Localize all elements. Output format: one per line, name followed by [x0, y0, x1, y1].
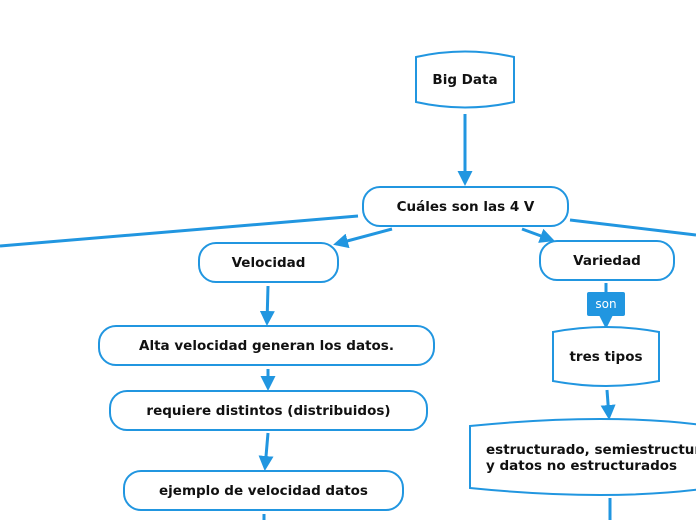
edge-cuales-left-offscreen	[0, 214, 359, 248]
edge-requiere-ejemplo	[258, 432, 274, 471]
node-big-data-shape	[415, 50, 515, 109]
node-requiere-label: requiere distintos (distribuidos)	[146, 402, 391, 419]
node-alta-velocidad-label: Alta velocidad generan los datos.	[139, 337, 394, 354]
link-label-son[interactable]: son	[587, 292, 625, 316]
edge-trestipos-estructurado	[600, 389, 616, 420]
node-cuales-son-las-4-v[interactable]: Cuáles son las 4 V	[362, 186, 569, 227]
node-alta-velocidad[interactable]: Alta velocidad generan los datos.	[98, 325, 435, 366]
edge-velocidad-alta	[259, 285, 275, 326]
edge-cuales-velocidad	[333, 227, 393, 249]
node-velocidad[interactable]: Velocidad	[198, 242, 339, 283]
node-cuales-label: Cuáles son las 4 V	[396, 198, 535, 215]
node-velocidad-label: Velocidad	[231, 254, 306, 271]
edge-cuales-right-offscreen	[569, 218, 696, 237]
node-variedad[interactable]: Variedad	[539, 240, 675, 281]
node-tres-tipos-shape	[552, 326, 660, 387]
node-requiere-distintos[interactable]: requiere distintos (distribuidos)	[109, 390, 428, 431]
node-variedad-label: Variedad	[573, 252, 641, 269]
node-estructurado-shape	[469, 418, 696, 496]
node-ejemplo-velocidad[interactable]: ejemplo de velocidad datos	[123, 470, 404, 511]
node-ejemplo-label: ejemplo de velocidad datos	[159, 482, 368, 499]
edge-cuales-variedad	[521, 227, 555, 243]
link-label-son-text: son	[595, 297, 617, 311]
